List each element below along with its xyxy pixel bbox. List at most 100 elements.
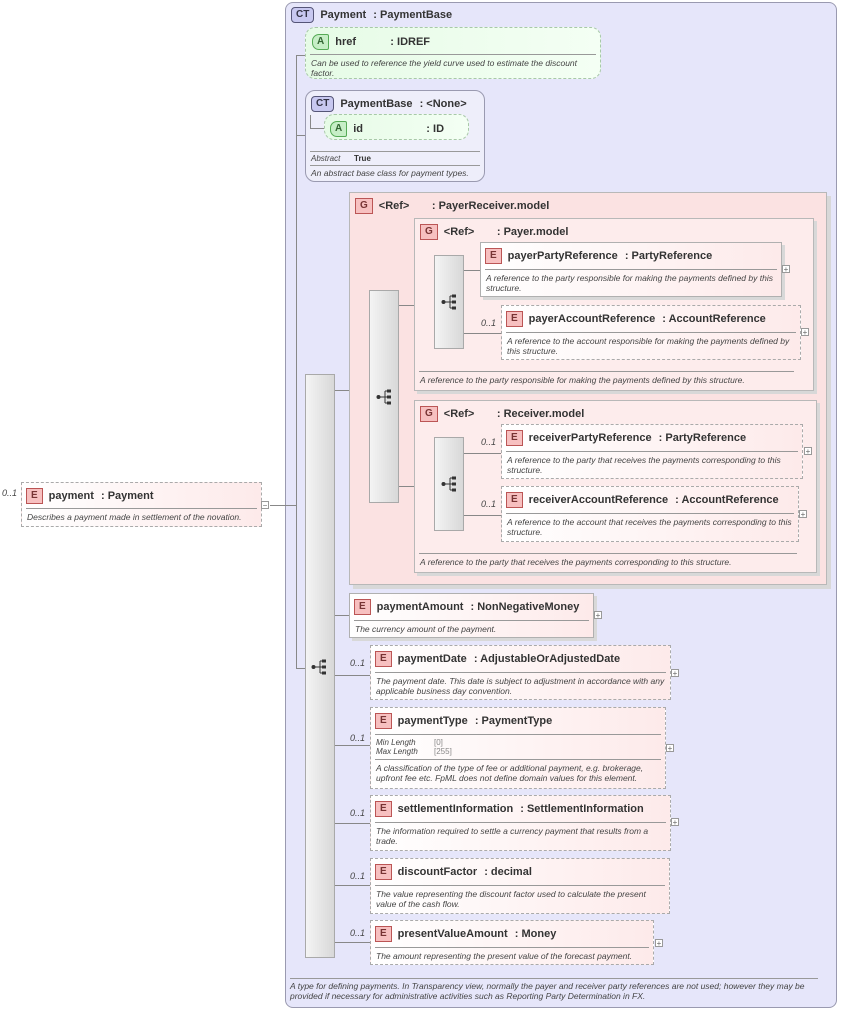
divider (354, 620, 589, 621)
expand-toggle[interactable]: + (666, 744, 674, 753)
divider (310, 54, 596, 55)
element-description: The currency amount of the payment. (355, 624, 497, 634)
element-type: : AccountReference (662, 312, 766, 325)
element-description: A reference to the party responsible for… (486, 273, 773, 293)
base-type-name: PaymentBase (340, 97, 413, 110)
group-description: A reference to the party that receives t… (420, 557, 732, 567)
complex-type-type: : PaymentBase (373, 8, 453, 21)
group-name: : Payer.model (496, 225, 569, 238)
element-name: discountFactor (397, 865, 478, 878)
occurrence-label: 0..1 (481, 437, 497, 447)
expand-toggle[interactable]: + (671, 818, 679, 827)
expand-toggle[interactable]: + (804, 447, 812, 456)
connector (335, 745, 371, 746)
connector (399, 486, 415, 487)
collapse-toggle[interactable]: − (261, 501, 269, 510)
sequence-icon (441, 476, 456, 492)
group-header: G <Ref> : Payer.model (420, 224, 568, 240)
element-type: : decimal (484, 865, 532, 878)
element-name: presentValueAmount (397, 927, 508, 940)
element-name: payerPartyReference (507, 249, 618, 262)
divider (375, 672, 666, 673)
element-type: : PartyReference (624, 249, 713, 262)
connector (335, 615, 350, 616)
occurrence-label: 0..1 (350, 928, 366, 938)
expand-toggle[interactable]: + (782, 265, 790, 274)
element-description: The information required to settle a cur… (376, 826, 649, 846)
group-ref: <Ref> (443, 225, 475, 238)
element-type: : AdjustableOrAdjustedDate (473, 652, 621, 665)
complex-type-description: A type for defining payments. In Transpa… (290, 981, 805, 1001)
divider (26, 508, 257, 509)
element-badge: E (506, 430, 523, 446)
group-badge: G (355, 198, 373, 214)
expand-toggle[interactable]: + (801, 328, 809, 337)
sequence-icon (376, 389, 391, 405)
complex-type-badge: CT (311, 96, 335, 112)
element-type: : PartyReference (658, 431, 747, 444)
element-badge: E (375, 801, 392, 817)
attribute-name: href (335, 35, 357, 48)
sequence-compositor[interactable] (434, 255, 464, 349)
group-header: G<Ref> : PayerReceiver.model (355, 198, 549, 214)
expand-toggle[interactable]: + (671, 669, 679, 678)
element-type: : Money (514, 927, 557, 940)
attribute-type: : ID (426, 122, 445, 135)
element-badge: E (375, 713, 392, 729)
element-name: settlementInformation (397, 802, 514, 815)
min-length-label: Min Length (376, 738, 416, 747)
connector (464, 453, 501, 454)
group-description: A reference to the party responsible for… (420, 375, 745, 385)
divider (375, 759, 661, 760)
divider (419, 371, 794, 372)
connector (399, 305, 415, 306)
group-header: G<Ref> : Receiver.model (420, 406, 584, 422)
expand-toggle[interactable]: + (594, 611, 602, 620)
divider (506, 513, 794, 514)
attribute-badge: A (330, 121, 348, 137)
element-description: A reference to the account that receives… (507, 517, 792, 537)
max-length-label: Max Length (376, 747, 418, 756)
connector (310, 128, 324, 129)
element-type: : NonNegativeMoney (470, 600, 580, 613)
occurrence-label: 0..1 (481, 499, 497, 509)
occurrence-label: 0..1 (481, 318, 497, 328)
connector (310, 115, 311, 128)
expand-toggle[interactable]: + (799, 510, 807, 519)
connector (335, 823, 371, 824)
group-badge: G (420, 224, 438, 240)
connector (464, 333, 501, 334)
connector (464, 270, 480, 271)
root-occurrence: 0..1 (2, 488, 18, 498)
element-description: A classification of the type of fee or a… (376, 763, 644, 783)
group-ref: <Ref> (378, 199, 410, 212)
attribute-badge: A (312, 34, 330, 50)
element-type: : AccountReference (675, 493, 779, 506)
complex-type-badge: CT (291, 7, 315, 23)
max-length-value: [255] (434, 747, 452, 756)
min-length-value: [0] (434, 738, 443, 747)
occurrence-label: 0..1 (350, 733, 366, 743)
expand-toggle[interactable]: + (655, 939, 663, 948)
element-badge: E (375, 864, 392, 880)
